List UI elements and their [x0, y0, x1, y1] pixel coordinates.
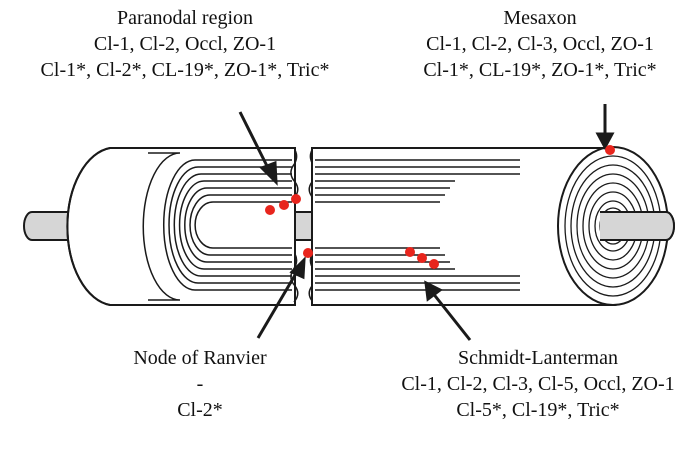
paranodal-title: Paranodal region — [116, 7, 254, 29]
paranodal-line2: Cl-1*, Cl-2*, CL-19*, ZO-1*, Tric* — [40, 59, 330, 81]
mesaxon-arrowhead — [595, 132, 615, 151]
marker-schmidt-2 — [417, 253, 427, 263]
paranodal-label: Paranodal region Cl-1, Cl-2, Occl, ZO-1 … — [5, 5, 365, 83]
schmidt-title: Schmidt-Lanterman — [458, 347, 618, 369]
schmidt-line1: Cl-1, Cl-2, Cl-3, Cl-5, Occl, ZO-1 — [401, 373, 675, 395]
paranodal-arrowhead — [259, 160, 278, 186]
schmidt-arrowhead — [424, 280, 443, 302]
marker-schmidt-3 — [429, 259, 439, 269]
node-arrow — [256, 269, 300, 339]
paranodal-arrow — [238, 111, 272, 173]
node-arrowhead — [289, 256, 306, 280]
node-line2: Cl-2* — [177, 399, 223, 421]
mesaxon-label: Mesaxon Cl-1, Cl-2, Cl-3, Occl, ZO-1 Cl-… — [385, 5, 695, 83]
node-title: Node of Ranvier — [133, 347, 267, 369]
left-internode — [66, 147, 296, 306]
mesaxon-line2: Cl-1*, CL-19*, ZO-1*, Tric* — [423, 59, 657, 81]
arrows — [238, 104, 615, 341]
mesaxon-title: Mesaxon — [503, 7, 577, 29]
mesaxon-line1: Cl-1, Cl-2, Cl-3, Occl, ZO-1 — [426, 33, 654, 55]
schmidt-label: Schmidt-Lanterman Cl-1, Cl-2, Cl-3, Cl-5… — [383, 345, 693, 423]
marker-node — [303, 248, 313, 258]
marker-schmidt-1 — [405, 247, 415, 257]
marker-paranodal-1 — [265, 205, 275, 215]
node-label: Node of Ranvier - Cl-2* — [100, 345, 300, 423]
schmidt-line2: Cl-5*, Cl-19*, Tric* — [456, 399, 620, 421]
node-line1: - — [196, 373, 204, 395]
schmidt-arrow — [430, 291, 472, 341]
marker-paranodal-3 — [291, 194, 301, 204]
marker-paranodal-2 — [279, 200, 289, 210]
marker-mesaxon — [605, 145, 615, 155]
junction-markers — [265, 145, 615, 269]
axon-end — [600, 211, 675, 241]
paranodal-line1: Cl-1, Cl-2, Occl, ZO-1 — [93, 33, 277, 55]
